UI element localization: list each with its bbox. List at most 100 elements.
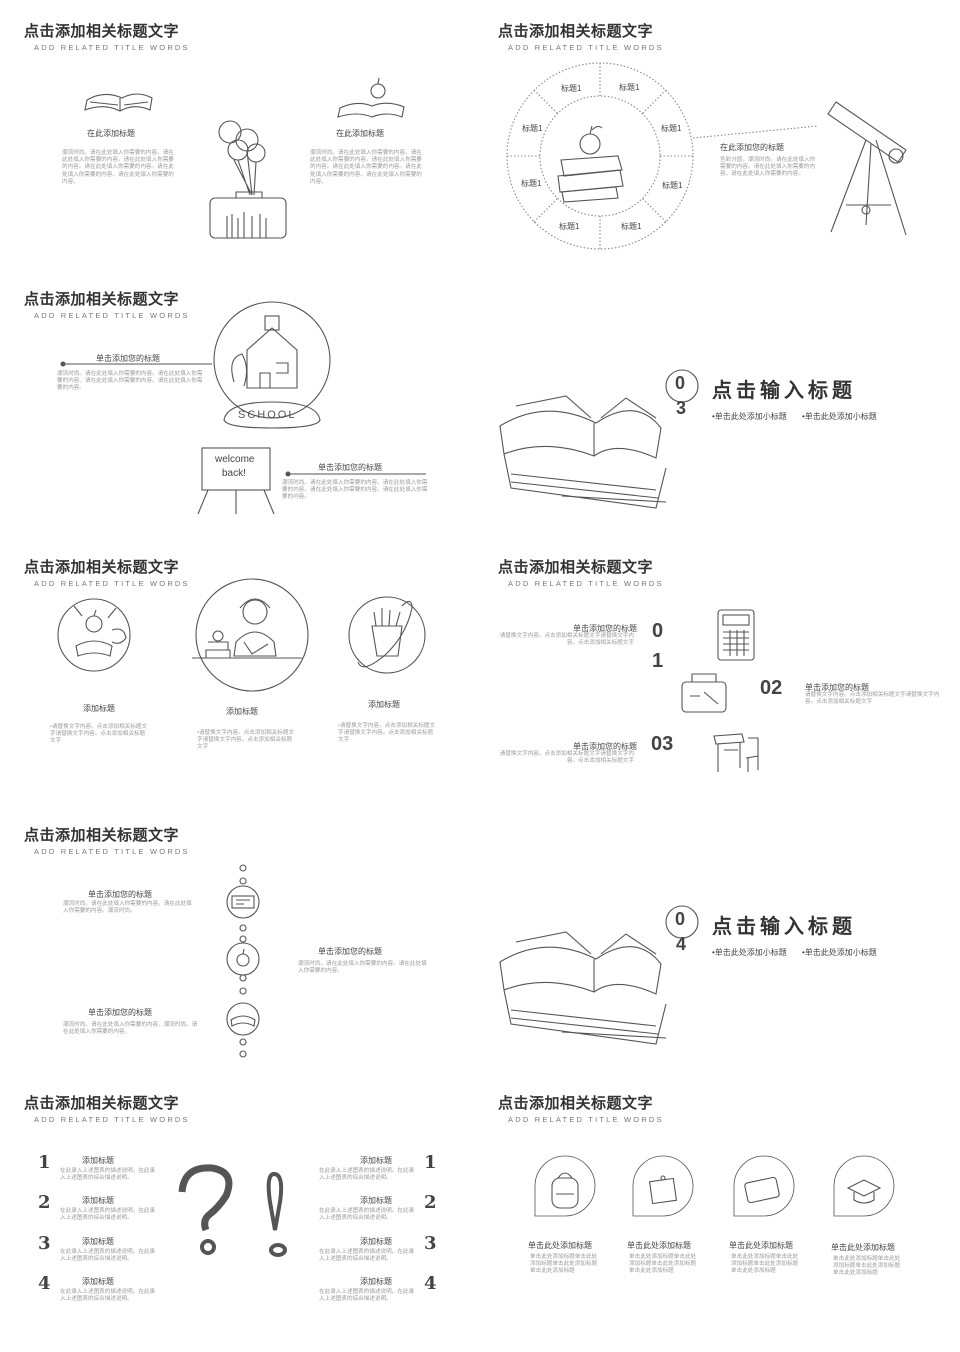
item-1-body: 请替换文字内容。点击添加相关标题文字请替换文字内容。点击添加相关标题文字	[499, 633, 634, 647]
heading-1: 单击添加您的标题	[88, 890, 152, 899]
item-1-body: 单击此处添加标题单击此处添加标题单击此处添加标题单击此处添加标题	[530, 1254, 598, 1275]
slide-subtitle: ADD RELATED TITLE WORDS	[34, 579, 190, 588]
backpack-icon	[551, 1172, 579, 1209]
item-3-body: •请替换文字内容。点击添加相关标题文字请替换文字内容。点击添加相关标题文字	[338, 723, 436, 744]
slide-5: 点击添加相关标题文字 ADD RELATED TITLE WORDS 添加标题 …	[12, 546, 482, 806]
body-1: 潮流时尚。请在此处填入你需要的内容。请在此处填入你需要的内容。潮流时尚。	[63, 901, 192, 915]
body-2: 潮流时尚。请在此处填入你需要的内容。请在此处填入你需要的内容。请在此处填入你需要…	[282, 480, 428, 501]
board-line-1: welcome	[215, 454, 255, 465]
item-2-body: •请替换文字内容。点击添加相关标题文字请替换文字内容。点击添加相关标题文字	[197, 730, 295, 751]
item-2-body: 请替换文字内容。点击添加相关标题文字请替换文字内容。点击添加相关标题文字	[805, 692, 940, 706]
number-circle	[665, 369, 699, 403]
subtitle-2: •单击此处添加小标题	[802, 412, 877, 421]
open-books-stack-icon	[499, 395, 667, 509]
right-heading-3: 添加标题	[360, 1237, 392, 1246]
school-desk-icon	[713, 733, 759, 772]
graduation-cap-icon	[846, 1179, 882, 1204]
section-number-bottom: 4	[676, 934, 687, 954]
abc-sign-icon	[744, 1176, 780, 1204]
slide-7: 点击添加相关标题文字 ADD RELATED TITLE WORDS 单击添加您…	[12, 814, 482, 1074]
left-number-4: 4	[38, 1273, 51, 1294]
left-number-3: 3	[38, 1233, 51, 1254]
right-body-4: 在此录入上述图表的描述说明。在此录入上述图表的综合描述说明。	[319, 1289, 415, 1303]
slide-6: 点击添加相关标题文字 ADD RELATED TITLE WORDS 单击添加您…	[486, 546, 956, 806]
slide-subtitle: ADD RELATED TITLE WORDS	[34, 43, 190, 52]
slide-3: 点击添加相关标题文字 ADD RELATED TITLE WORDS SCHOO…	[12, 278, 482, 538]
section-title: 点击输入标题	[712, 916, 856, 938]
item-1-number-b: 1	[652, 650, 664, 672]
slide-subtitle: ADD RELATED TITLE WORDS	[34, 1115, 190, 1124]
segment-label-3: 标题1	[661, 124, 682, 133]
slide-subtitle: ADD RELATED TITLE WORDS	[34, 847, 190, 856]
slide-title: 点击添加相关标题文字	[24, 23, 180, 40]
left-body-1: 在此录入上述图表的描述说明。在此录入上述图表的综合描述说明。	[60, 1168, 156, 1182]
slide-subtitle: ADD RELATED TITLE WORDS	[508, 1115, 664, 1124]
segment-ring	[506, 62, 694, 250]
balloons-suitcase-icon	[209, 120, 287, 239]
welcome-board-icon	[197, 447, 275, 515]
item-2-heading: 单击此处添加标题	[627, 1241, 691, 1250]
slide-1: 点击添加相关标题文字 ADD RELATED TITLE WORDS 在此添加标…	[12, 10, 482, 270]
briefcase-icon	[681, 673, 727, 713]
left-body-4: 在此录入上述图表的描述说明。在此录入上述图表的综合描述说明。	[60, 1289, 156, 1303]
slide-title: 点击添加相关标题文字	[498, 559, 654, 576]
left-body: 潮流时尚。请在此处填入你需要的内容。请在此处填入你需要的内容。请在此处填入你需要…	[62, 150, 174, 185]
slide-subtitle: ADD RELATED TITLE WORDS	[508, 579, 664, 588]
apple-icon	[236, 948, 250, 967]
left-heading-2: 添加标题	[82, 1196, 114, 1205]
segment-label-2: 标题1	[619, 83, 640, 92]
heading-2: 单击添加您的标题	[318, 463, 382, 472]
item-4-heading: 单击此处添加标题	[831, 1243, 895, 1252]
number-circle	[665, 905, 699, 939]
art-supplies-icon	[57, 598, 131, 672]
left-heading: 在此添加标题	[87, 129, 135, 138]
subtitle-1: •单击此处添加小标题	[712, 948, 787, 957]
item-2-heading: 添加标题	[226, 707, 258, 716]
slide-title: 点击添加相关标题文字	[24, 1095, 180, 1112]
item-1-number-a: 0	[652, 620, 664, 642]
slide10-illustrations	[534, 1155, 895, 1217]
section-number-top: 0	[675, 909, 686, 929]
slide-subtitle: ADD RELATED TITLE WORDS	[508, 43, 664, 52]
item-3-body: 单击此处添加标题单击此处添加标题单击此处添加标题单击此处添加标题	[731, 1254, 799, 1275]
right-heading-4: 添加标题	[360, 1277, 392, 1286]
heading-3: 单击添加您的标题	[88, 1008, 152, 1017]
slide1-illustrations	[84, 77, 405, 239]
slide6-illustrations	[681, 609, 759, 772]
slide-10: 点击添加相关标题文字 ADD RELATED TITLE WORDS 单击此处添…	[486, 1082, 956, 1342]
slide7-illustrations	[226, 864, 260, 1058]
item-4-body: 单击此处添加标题单击此处添加标题单击此处添加标题单击此处添加标题	[833, 1256, 901, 1277]
subtitle-1: •单击此处添加小标题	[712, 412, 787, 421]
right-heading-2: 添加标题	[360, 1196, 392, 1205]
item-3-number: 03	[651, 733, 674, 755]
left-heading-3: 添加标题	[82, 1237, 114, 1246]
heading-1: 单击添加您的标题	[96, 354, 160, 363]
open-books-stack-icon	[499, 931, 667, 1045]
slide-title: 点击添加相关标题文字	[498, 1095, 654, 1112]
note-pin-icon	[648, 1175, 678, 1205]
body-1: 潮流时尚。请在此处填入你需要的内容。请在此处填入你需要的内容。请在此处填入你需要…	[57, 371, 203, 392]
left-body-2: 在此录入上述图表的描述说明。在此录入上述图表的综合描述说明。	[60, 1208, 156, 1222]
student-reading-icon	[192, 578, 309, 692]
segment-label-4: 标题1	[662, 181, 683, 190]
item-1-heading: 单击添加您的标题	[573, 624, 637, 633]
item-1-heading: 添加标题	[83, 704, 115, 713]
body-2: 潮流时尚。请在此处填入你需要的内容。请在此处填入你需要的内容。	[298, 961, 427, 975]
left-number-2: 2	[38, 1192, 51, 1213]
book-apple-icon	[337, 77, 405, 118]
item-2-number: 02	[760, 677, 783, 699]
left-number-1: 1	[38, 1152, 51, 1173]
item-2-body: 单击此处添加标题单击此处添加标题单击此处添加标题单击此处添加标题	[629, 1254, 697, 1275]
item-1-body: •请替换文字内容。点击添加相关标题文字请替换文字内容。点击添加相关标题文字	[50, 724, 148, 745]
ticket-icon	[231, 895, 255, 909]
slide-title: 点击添加相关标题文字	[24, 291, 180, 308]
slide-title: 点击添加相关标题文字	[498, 23, 654, 40]
right-body: 潮流时尚。请在此处填入你需要的内容。请在此处填入你需要的内容。请在此处填入你需要…	[310, 150, 422, 185]
right-body-1: 在此录入上述图表的描述说明。在此录入上述图表的综合描述说明。	[319, 1168, 415, 1182]
left-body-3: 在此录入上述图表的描述说明。在此录入上述图表的综合描述说明。	[60, 1249, 156, 1263]
section-number-top: 0	[675, 373, 686, 393]
slide9-illustrations	[178, 1164, 287, 1257]
card-1	[534, 1155, 596, 1217]
segment-label-8: 标题1	[522, 124, 543, 133]
telescope-icon	[827, 101, 907, 236]
